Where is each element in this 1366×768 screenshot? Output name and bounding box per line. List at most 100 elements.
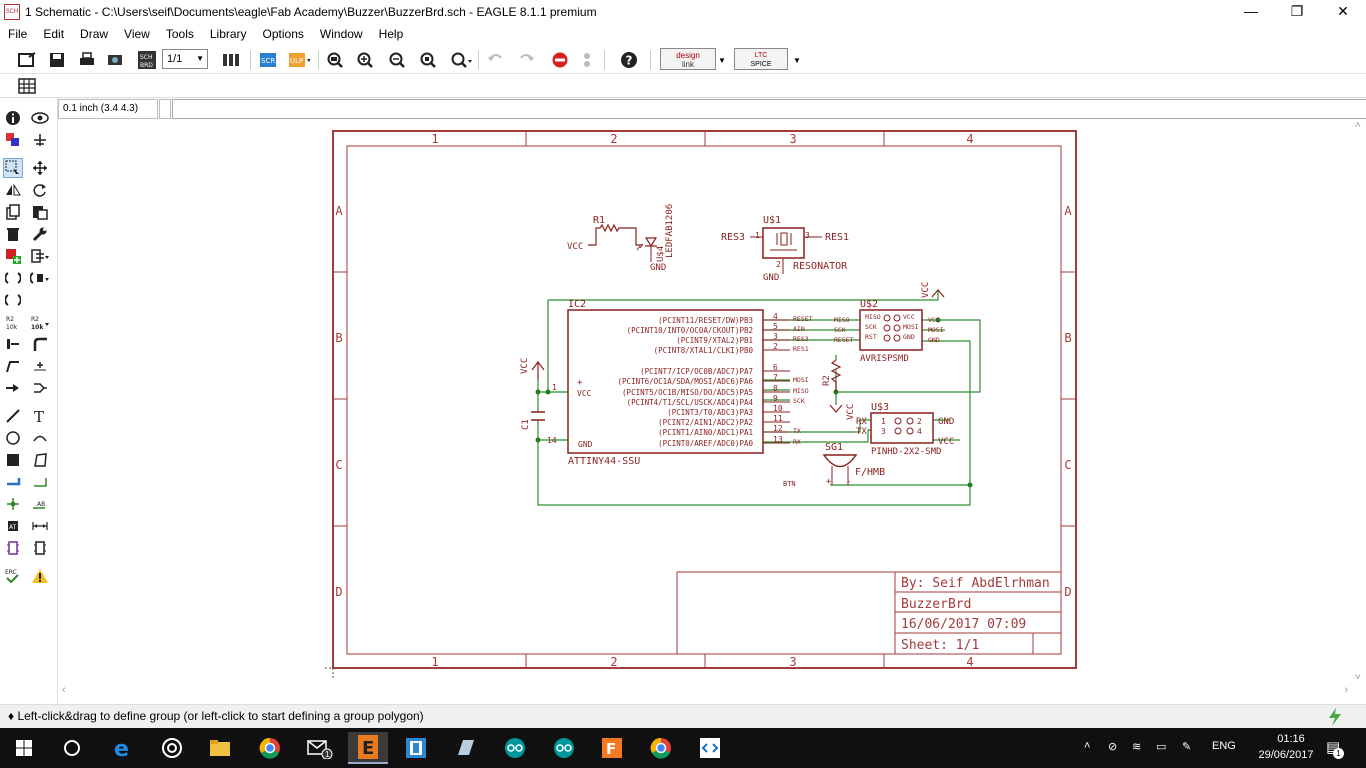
horizontal-scrollbar[interactable]: ‹ › (58, 683, 1352, 699)
mail-icon[interactable]: 1 (300, 732, 340, 764)
menu-file[interactable]: File (8, 27, 28, 41)
tray-language[interactable]: ENG (1212, 740, 1236, 752)
resistor-r2[interactable]: R2 VCC (822, 359, 856, 420)
scroll-left-icon[interactable]: ‹ (62, 684, 66, 696)
eagle-app-icon[interactable]: E (348, 732, 388, 764)
rectangle-icon[interactable] (3, 450, 23, 470)
smash-icon[interactable] (3, 334, 23, 354)
invoke-icon[interactable] (3, 378, 23, 398)
tray-wifi-icon[interactable]: ≋ (1132, 741, 1142, 753)
go-icon[interactable] (576, 49, 598, 71)
stop-icon[interactable] (549, 49, 571, 71)
add-part-icon[interactable] (3, 246, 23, 266)
copy-icon[interactable] (3, 202, 23, 222)
info-icon[interactable] (3, 108, 23, 128)
paste-icon[interactable] (30, 202, 50, 222)
resonator-u1[interactable]: U$1 RESONATOR 1 3 2 RES3 RES1 GND (721, 215, 849, 283)
net-icon[interactable] (30, 472, 50, 492)
avrisp-header-u2[interactable]: U$2 AVRISPSMD MISO SCK RST VCC MOSI GND … (834, 282, 945, 364)
close-button[interactable]: ✕ (1337, 3, 1349, 19)
menu-draw[interactable]: Draw (80, 27, 109, 41)
undo-icon[interactable] (484, 49, 506, 71)
cam-processor-icon[interactable] (104, 49, 126, 71)
replace-icon[interactable] (30, 246, 50, 266)
menu-window[interactable]: Window (319, 27, 363, 41)
erc-icon[interactable]: ERC (3, 566, 23, 586)
script-icon[interactable] (220, 49, 242, 71)
optimize-icon[interactable] (30, 378, 50, 398)
zoom-out-icon[interactable] (386, 49, 408, 71)
windows-start-icon[interactable] (4, 732, 44, 764)
chrome-icon[interactable] (250, 732, 290, 764)
pinswap-icon[interactable] (3, 268, 23, 288)
menu-edit[interactable]: Edit (43, 27, 65, 41)
command-history-button[interactable] (159, 99, 171, 119)
show-icon[interactable] (30, 108, 50, 128)
errors-icon[interactable] (30, 566, 50, 586)
scroll-down-icon[interactable]: ˅ (1355, 672, 1361, 683)
scr-run-icon[interactable]: SCR (258, 49, 280, 71)
chevron-down-icon[interactable]: ▼ (793, 56, 801, 65)
bus-icon[interactable] (3, 472, 23, 492)
rotate-icon[interactable] (30, 180, 50, 200)
zoom-redraw-icon[interactable] (450, 49, 472, 71)
edge-icon[interactable]: e (103, 732, 143, 764)
inkscape-like-icon[interactable] (396, 732, 436, 764)
pinheader-u3[interactable]: U$3 PINHD-2X2-SMD RX TX GND VCC 1 2 3 4 (856, 402, 954, 457)
arc-icon[interactable] (30, 428, 50, 448)
lightning-icon[interactable] (1326, 707, 1344, 730)
wire-icon[interactable] (3, 406, 23, 426)
delete-icon[interactable] (3, 224, 23, 244)
scroll-up-icon[interactable]: ˄ (1355, 120, 1361, 131)
mark-icon[interactable] (30, 130, 50, 150)
menu-library[interactable]: Library (209, 27, 247, 41)
arduino-icon-2[interactable] (544, 732, 584, 764)
frame-icon[interactable] (3, 538, 23, 558)
menu-tools[interactable]: Tools (165, 27, 194, 41)
move-icon[interactable] (30, 158, 50, 178)
help-icon[interactable]: ? (618, 49, 640, 71)
chrome-icon-2[interactable] (641, 732, 681, 764)
gateswap-icon[interactable] (30, 268, 50, 288)
open-icon[interactable] (16, 49, 38, 71)
zoom-fit-icon[interactable] (324, 49, 346, 71)
print-icon[interactable] (76, 49, 98, 71)
attribute-icon[interactable]: AT (3, 516, 23, 536)
group-icon[interactable] (3, 158, 23, 178)
tray-pen-icon[interactable]: ✎ (1182, 741, 1192, 753)
swap-icon[interactable] (3, 290, 23, 310)
circle-icon[interactable] (3, 428, 23, 448)
zoom-select-icon[interactable] (417, 49, 439, 71)
add-point-icon[interactable] (30, 356, 50, 376)
file-explorer-icon[interactable] (200, 732, 240, 764)
remote-desktop-icon[interactable] (690, 732, 730, 764)
arduino-icon[interactable] (495, 732, 535, 764)
fusion-icon[interactable]: F (592, 732, 632, 764)
junction-icon[interactable] (3, 494, 23, 514)
vertical-scrollbar[interactable]: ˄ ˅ (1352, 120, 1366, 683)
restore-button[interactable]: ❐ (1290, 3, 1304, 19)
menu-options[interactable]: Options (262, 27, 304, 41)
minimize-button[interactable]: — (1244, 3, 1258, 19)
ic2-attiny44[interactable]: IC2 ATTINY44-SSU VCC GND 1 14 + (PCINT11… (547, 299, 813, 467)
capacitor-c1[interactable]: VCC C1 (520, 358, 545, 430)
save-icon[interactable] (46, 49, 68, 71)
scroll-right-icon[interactable]: › (1344, 684, 1348, 696)
tray-chevron-icon[interactable]: ˄ (1084, 740, 1091, 752)
zoom-in-icon[interactable] (354, 49, 376, 71)
command-input[interactable]: ⌄ (172, 99, 1366, 119)
label-icon[interactable]: AB (30, 494, 50, 514)
menu-view[interactable]: View (124, 27, 150, 41)
tray-network-icon[interactable]: ⊘ (1108, 741, 1118, 753)
ulp-run-icon[interactable]: ULP (288, 49, 310, 71)
tray-date[interactable]: 29/06/2017 (1258, 749, 1314, 761)
text-icon[interactable]: T (30, 406, 50, 426)
schematic-canvas[interactable]: 1 2 3 4 1 2 3 4 A B C D A B C D By: S (58, 120, 1352, 683)
notes-icon[interactable] (446, 732, 486, 764)
display-layers-icon[interactable] (3, 130, 23, 150)
dimension-icon[interactable] (30, 516, 50, 536)
tray-display-icon[interactable]: ▭ (1156, 741, 1167, 753)
